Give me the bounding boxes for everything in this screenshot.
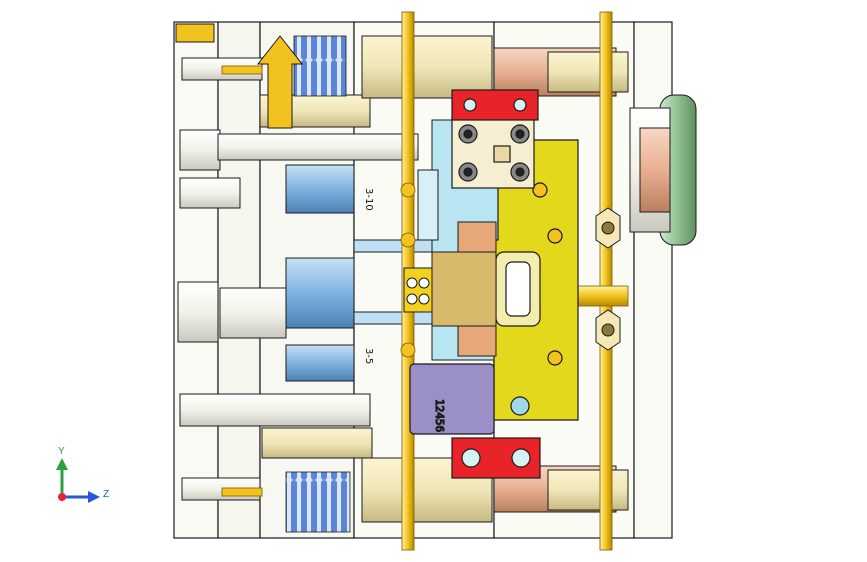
insert-block-top: [451, 117, 535, 189]
red-stop-blocks: [451, 89, 541, 479]
spring-bottom: [285, 471, 351, 533]
hex-nuts: [595, 207, 621, 351]
purple-block-engraving: 12456: [433, 399, 446, 432]
coordinate-triad: Y Z: [56, 446, 109, 503]
purple-stop-block: 12456: [409, 363, 530, 435]
return-springs: [285, 35, 351, 533]
guide-bushings: [361, 35, 629, 523]
small-pins: [221, 65, 416, 497]
corner-tab: [175, 23, 215, 43]
z-axis-arrow-icon: [88, 491, 100, 503]
ejector-plate: [217, 21, 261, 539]
spring-top: [293, 35, 347, 97]
gate-insert: [403, 267, 433, 313]
clamp-plate-left: [173, 21, 219, 539]
rib-label-upper: 3-10: [363, 188, 374, 211]
direction-arrow: [256, 35, 304, 129]
wedge-blocks: [431, 221, 497, 357]
triad-z-label: Z: [103, 489, 109, 500]
ejector-pins: [177, 57, 475, 501]
rib-label-lower: 3-5: [363, 348, 374, 364]
locating-ring: [629, 94, 697, 246]
triad-y-label: Y: [58, 446, 65, 457]
x-axis-dot-icon: [58, 493, 66, 501]
slider-block: [493, 139, 579, 421]
y-axis-arrow-icon: [56, 458, 68, 470]
